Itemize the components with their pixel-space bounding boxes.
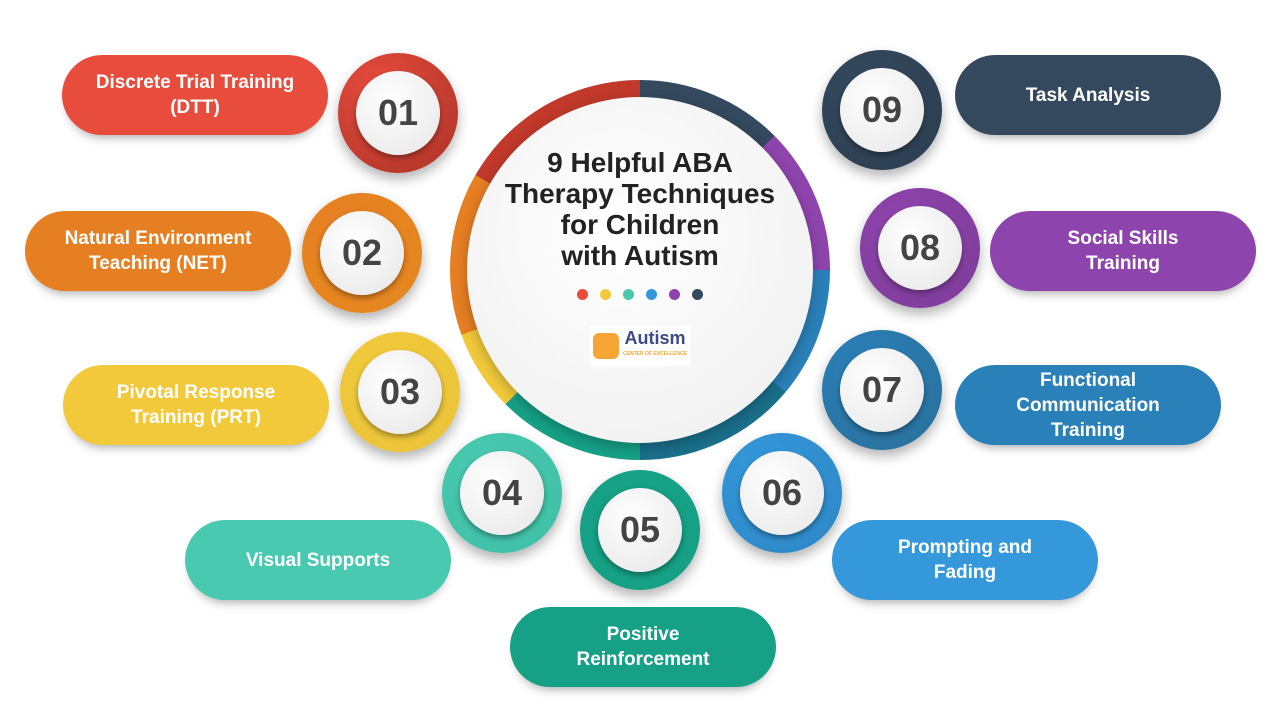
number-badge-03: 03 — [340, 332, 460, 452]
technique-label-03: Pivotal Response Training (PRT) — [63, 365, 329, 445]
number-text: 07 — [840, 348, 924, 432]
technique-label-08: Social Skills Training — [990, 211, 1256, 291]
color-dots — [467, 289, 813, 300]
number-badge-02: 02 — [302, 193, 422, 313]
number-text: 08 — [878, 206, 962, 290]
technique-label-09: Task Analysis — [955, 55, 1221, 135]
number-text: 02 — [320, 211, 404, 295]
number-badge-08: 08 — [860, 188, 980, 308]
number-text: 03 — [358, 350, 442, 434]
logo-subtitle: CENTER OF EXCELLENCE — [623, 351, 687, 357]
number-text: 01 — [356, 71, 440, 155]
logo-text: Autism — [624, 328, 686, 348]
number-badge-01: 01 — [338, 53, 458, 173]
technique-label-05: Positive Reinforcement — [510, 607, 776, 687]
number-text: 04 — [460, 451, 544, 535]
main-title: 9 Helpful ABA Therapy Techniques for Chi… — [504, 147, 776, 271]
color-dot — [600, 289, 611, 300]
number-badge-05: 05 — [580, 470, 700, 590]
center-circle: 9 Helpful ABA Therapy Techniques for Chi… — [467, 97, 813, 443]
color-dot — [577, 289, 588, 300]
technique-label-04: Visual Supports — [185, 520, 451, 600]
color-dot — [669, 289, 680, 300]
technique-label-06: Prompting and Fading — [832, 520, 1098, 600]
number-text: 06 — [740, 451, 824, 535]
puzzle-icon — [593, 333, 620, 359]
number-badge-04: 04 — [442, 433, 562, 553]
number-badge-09: 09 — [822, 50, 942, 170]
technique-label-01: Discrete Trial Training (DTT) — [62, 55, 328, 135]
number-text: 05 — [598, 488, 682, 572]
color-dot — [646, 289, 657, 300]
technique-label-02: Natural Environment Teaching (NET) — [25, 211, 291, 291]
technique-label-07: Functional Communication Training — [955, 365, 1221, 445]
color-dot — [692, 289, 703, 300]
number-badge-07: 07 — [822, 330, 942, 450]
number-text: 09 — [840, 68, 924, 152]
number-badge-06: 06 — [722, 433, 842, 553]
color-dot — [623, 289, 634, 300]
